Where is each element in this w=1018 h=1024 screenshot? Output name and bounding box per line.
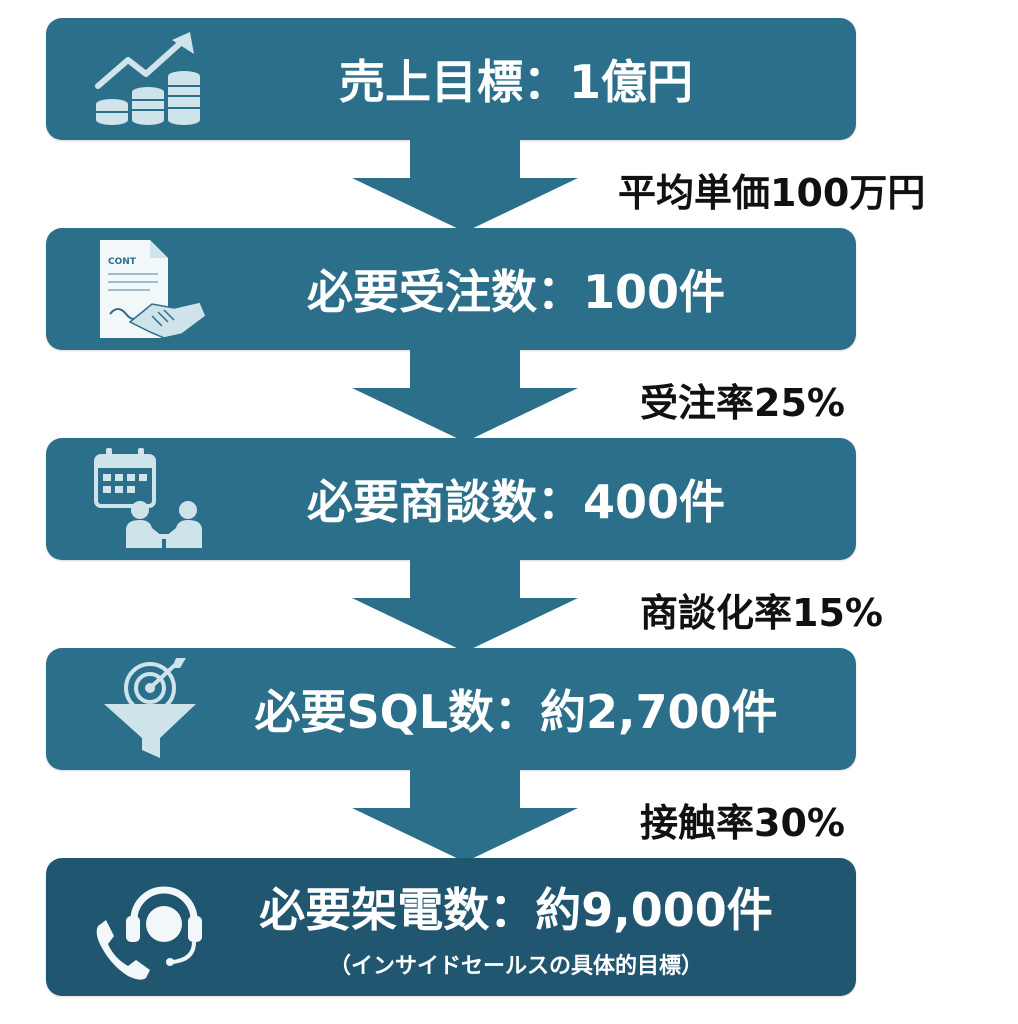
- contract-handshake-icon: CONT: [90, 234, 210, 344]
- funnel-target-icon: [90, 654, 210, 764]
- rate-label-unit-price: 平均単価100万円: [618, 171, 926, 215]
- step-box-sql: 必要SQL数：約2,700件: [46, 648, 856, 770]
- step-label: 必要架電数：約9,000件 （インサイドセールスの具体的目標）: [216, 858, 816, 996]
- step-text: 売上目標：1億円: [338, 55, 693, 109]
- step-box-calls: 必要架電数：約9,000件 （インサイドセールスの具体的目標）: [46, 858, 856, 996]
- down-arrow-icon: [352, 770, 578, 862]
- meeting-calendar-icon: [90, 444, 210, 554]
- step-box-revenue-target: 売上目標：1億円: [46, 18, 856, 140]
- rate-label-win-rate: 受注率25%: [640, 381, 845, 425]
- down-arrow-icon: [352, 560, 578, 652]
- down-arrow-icon: [352, 140, 578, 232]
- step-label: 必要受注数：100件: [216, 228, 816, 350]
- step-text: 必要商談数：400件: [306, 475, 726, 529]
- call-headset-icon: [90, 872, 210, 982]
- step-text: 必要SQL数：約2,700件: [254, 685, 778, 739]
- step-label: 必要SQL数：約2,700件: [216, 648, 816, 770]
- step-sublabel: （インサイドセールスの具体的目標）: [328, 954, 703, 979]
- step-text: 必要受注数：100件: [306, 265, 726, 319]
- rate-label-contact-rate: 接触率30%: [640, 801, 845, 845]
- step-box-orders: CONT 必要受注数：100件: [46, 228, 856, 350]
- step-label: 売上目標：1億円: [216, 18, 816, 140]
- down-arrow-icon: [352, 350, 578, 442]
- revenue-growth-icon: [90, 24, 210, 134]
- step-box-meetings: 必要商談数：400件: [46, 438, 856, 560]
- svg-text:CONT: CONT: [108, 257, 137, 267]
- step-text: 必要架電数：約9,000件: [259, 883, 773, 937]
- step-label: 必要商談数：400件: [216, 438, 816, 560]
- rate-label-meeting-rate: 商談化率15%: [640, 591, 883, 635]
